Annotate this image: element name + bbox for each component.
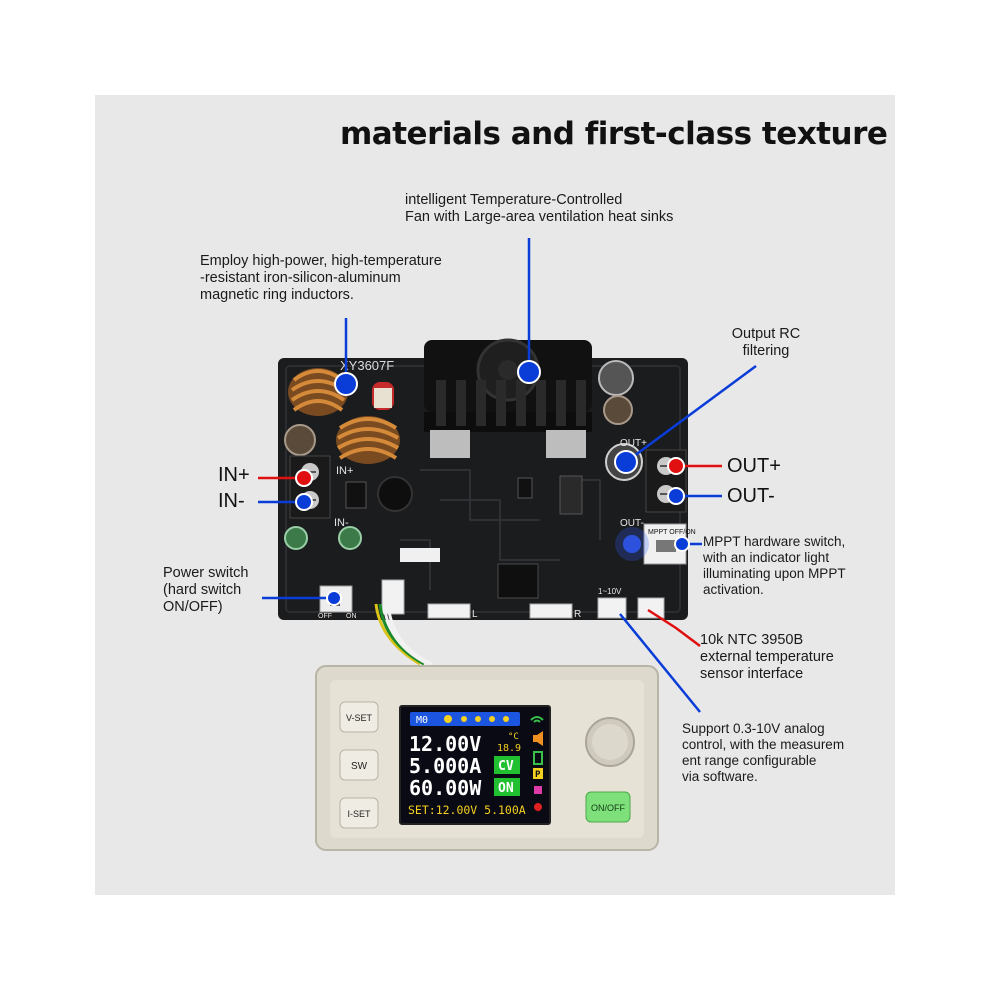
ribbon-cable <box>374 603 433 666</box>
p-badge-icon <box>533 768 543 779</box>
wifi-icon <box>530 716 544 721</box>
lcd-status-icons <box>530 716 544 811</box>
cooling-fan <box>424 338 592 458</box>
speaker-icon <box>533 735 537 742</box>
lcd-temp-unit: °C <box>508 732 519 742</box>
mppt-indicator-light <box>623 535 641 553</box>
label-in-minus: IN- <box>218 490 245 512</box>
connector-l <box>427 603 471 619</box>
lcd-cv-badge: CV <box>498 759 514 774</box>
silk-r: R <box>574 609 581 620</box>
silk-out-plus: OUT+ <box>620 438 647 449</box>
lcd-temp: 18.9 <box>497 743 521 754</box>
label-out-plus: OUT+ <box>727 455 781 477</box>
silk-in-plus: IN+ <box>336 465 353 477</box>
lcd-setpoint: SET:12.00V 5.100A <box>408 803 526 817</box>
lcd-power: 60.00W <box>409 776 482 800</box>
lcd-on-badge: ON <box>498 781 514 796</box>
label-out-minus: OUT- <box>727 485 775 507</box>
lcd-mode: M0 <box>416 715 428 726</box>
lcd-voltage: 12.00V <box>409 732 481 756</box>
callout-dots <box>295 360 690 606</box>
sw-button-label: SW <box>351 761 368 772</box>
silk-on: ON <box>346 613 357 620</box>
vset-button[interactable] <box>339 701 379 733</box>
mppt-switch[interactable] <box>656 540 676 552</box>
iset-button[interactable] <box>339 797 379 829</box>
ntc-connector <box>637 597 665 619</box>
silk-off: OFF <box>318 613 332 620</box>
analog-connector <box>597 597 627 619</box>
battery-icon <box>533 751 543 765</box>
lock-icon <box>534 786 542 794</box>
lcd-p-badge: P <box>535 770 541 780</box>
silk-in-minus: IN- <box>334 517 349 529</box>
iset-button-label: I-SET <box>347 809 371 819</box>
page-title: materials and first-class texture <box>340 116 888 152</box>
vset-button-label: V-SET <box>346 713 373 723</box>
note-mppt: MPPT hardware switch,with an indicator l… <box>703 534 846 597</box>
label-in-plus: IN+ <box>218 464 250 486</box>
onoff-button-label: ON/OFF <box>591 803 625 813</box>
onoff-button[interactable] <box>585 791 631 823</box>
lcd-current: 5.000A <box>409 754 481 778</box>
control-module <box>315 665 659 851</box>
mppt-silk-label: MPPT OFF/ON <box>648 529 696 536</box>
note-inductor: Employ high-power, high-temperature-resi… <box>200 253 442 303</box>
alarm-icon <box>534 803 542 811</box>
silk-l: L <box>472 609 478 620</box>
silk-out-minus: OUT- <box>620 518 644 529</box>
connector-r <box>529 603 573 619</box>
board-model-label: XY3607F <box>340 358 394 373</box>
sw-button[interactable] <box>339 749 379 781</box>
silk-range: 1~10V <box>598 587 622 596</box>
